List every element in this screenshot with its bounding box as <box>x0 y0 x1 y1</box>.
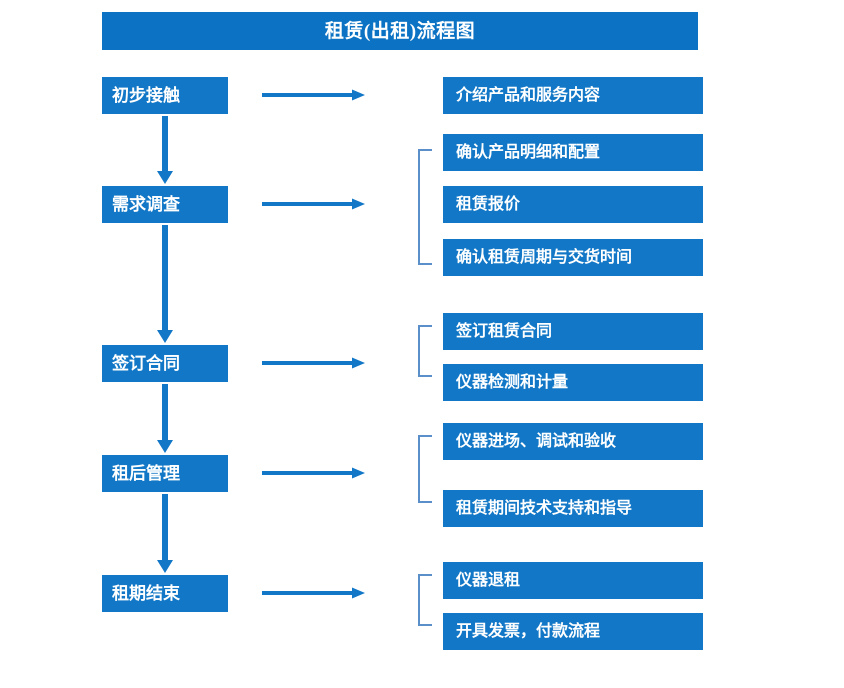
detail-box-jieshao-chanpin[interactable]: 介绍产品和服务内容 <box>443 77 703 114</box>
stage-box-qianding-hetong[interactable]: 签订合同 <box>102 345 228 382</box>
detail-box-queren-mingxi[interactable]: 确认产品明细和配置 <box>443 134 703 171</box>
detail-box-yiqi-jinchang[interactable]: 仪器进场、调试和验收 <box>443 423 703 460</box>
horizontal-arrow-icon-5 <box>262 586 365 600</box>
stage-box-zuqi-jieshu[interactable]: 租期结束 <box>102 575 228 612</box>
detail-box-qianding-zulin[interactable]: 签订租赁合同 <box>443 313 703 350</box>
group-bracket-icon-3 <box>418 435 432 503</box>
horizontal-arrow-icon-1 <box>262 88 365 102</box>
detail-box-zulin-baojia[interactable]: 租赁报价 <box>443 186 703 223</box>
stage-box-zuhou-guanli[interactable]: 租后管理 <box>102 455 228 492</box>
detail-box-yiqi-tuizu[interactable]: 仪器退租 <box>443 562 703 599</box>
horizontal-arrow-icon-2 <box>262 197 365 211</box>
horizontal-arrow-icon-3 <box>262 356 365 370</box>
group-bracket-icon-1 <box>418 149 432 265</box>
vertical-arrow-icon-2 <box>157 225 173 343</box>
detail-box-queren-zhouqi[interactable]: 确认租赁周期与交货时间 <box>443 239 703 276</box>
detail-box-jishu-zhichi[interactable]: 租赁期间技术支持和指导 <box>443 490 703 527</box>
group-bracket-icon-4 <box>418 574 432 626</box>
vertical-arrow-icon-1 <box>157 116 173 184</box>
horizontal-arrow-icon-4 <box>262 466 365 480</box>
group-bracket-icon-2 <box>418 325 432 377</box>
vertical-arrow-icon-4 <box>157 494 173 573</box>
detail-box-yiqi-jiance[interactable]: 仪器检测和计量 <box>443 364 703 401</box>
detail-box-kaiju-fapiao[interactable]: 开具发票，付款流程 <box>443 613 703 650</box>
page-title: 租赁(出租)流程图 <box>102 12 698 50</box>
stage-box-xuqiu-diaocha[interactable]: 需求调查 <box>102 186 228 223</box>
stage-box-chubu-jiechu[interactable]: 初步接触 <box>102 77 228 114</box>
vertical-arrow-icon-3 <box>157 384 173 453</box>
